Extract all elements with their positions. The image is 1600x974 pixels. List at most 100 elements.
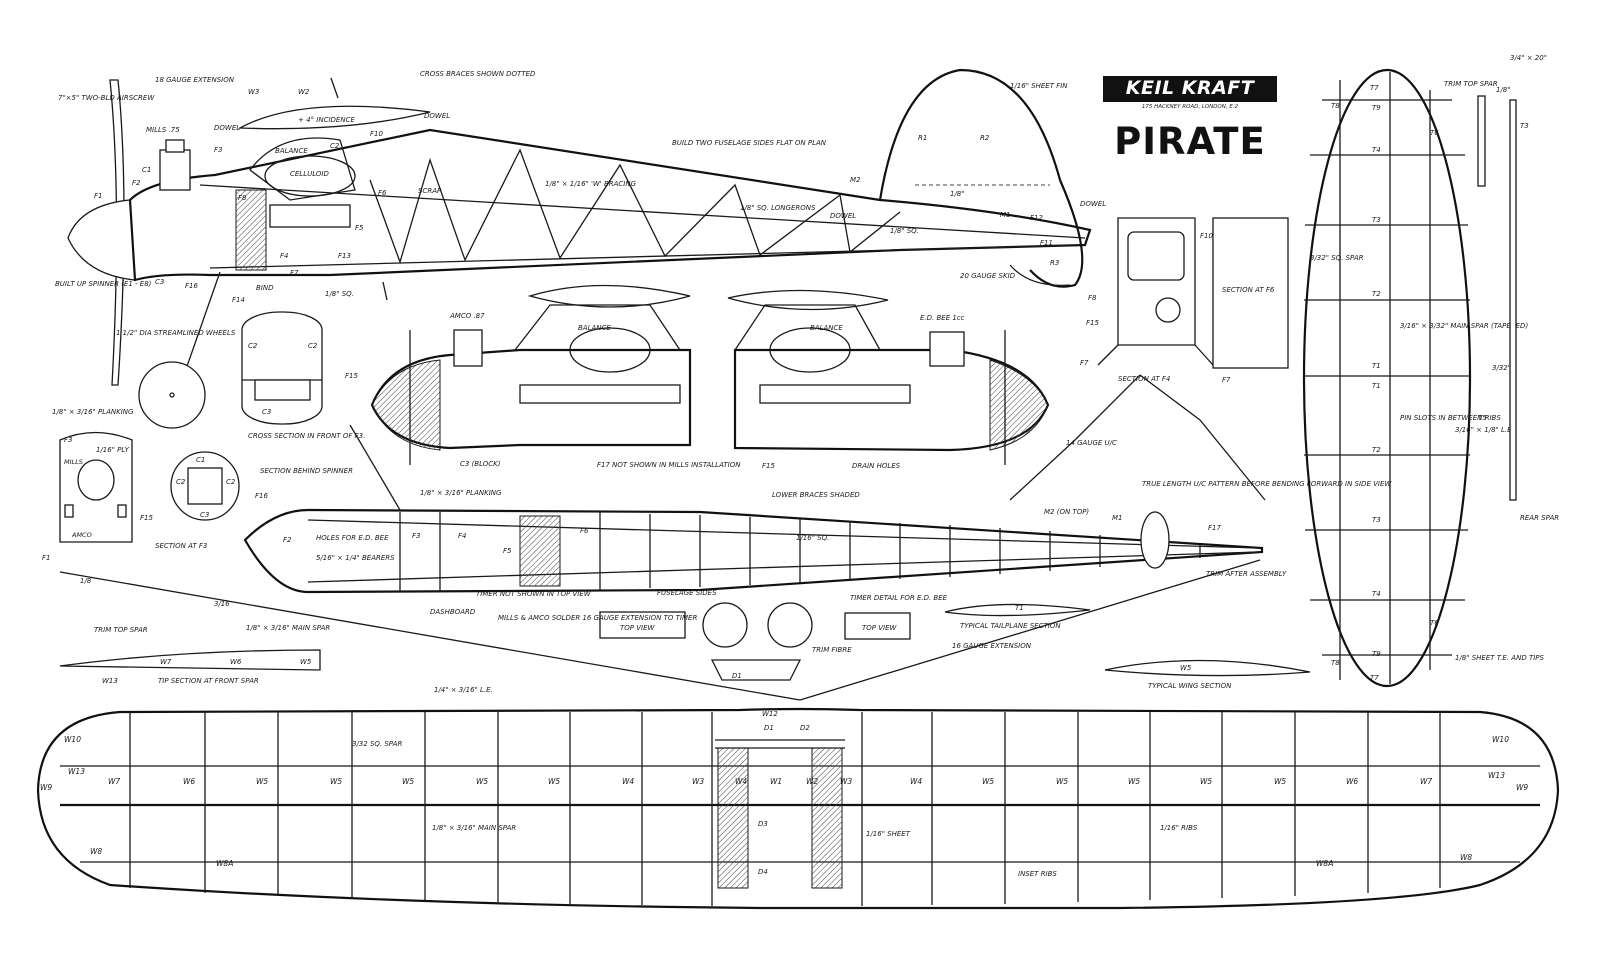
label-f2: F2 [132,179,141,187]
label-sq16b: 1/16" SQ. [796,534,829,542]
frame-f3 [59,431,133,543]
svg-text:W7: W7 [160,658,172,666]
label-wing-main: 1/8" × 3/16" MAIN SPAR [432,824,516,832]
tailplane-outline [1302,68,1472,688]
label-celluloid: CELLULOID [290,170,329,178]
svg-text:W12: W12 [762,710,778,718]
label-m1: M1 [1000,211,1011,219]
svg-text:T8: T8 [1331,102,1340,110]
svg-text:W13: W13 [68,767,85,776]
uc-pattern [1009,374,1266,501]
label-r2: R2 [980,134,990,142]
svg-text:M1: M1 [1112,514,1123,522]
svg-text:W5: W5 [330,777,342,786]
label-uc: 14 GAUGE U/C [1066,439,1117,447]
label-sect-f4: SECTION AT F4 [1118,375,1170,383]
side-view [67,68,1092,429]
svg-text:F3: F3 [412,532,420,540]
label-f12: F12 [1030,214,1043,222]
svg-text:T1: T1 [1372,362,1381,370]
label-planking1: 1/8" × 3/16" PLANKING [52,408,134,416]
top-view-cross-members [399,512,1201,592]
svg-text:1/8": 1/8" [1496,86,1511,94]
svg-text:W6: W6 [230,658,242,666]
label-c2: C2 [330,142,340,150]
label-balance3: BALANCE [810,324,843,332]
svg-text:F15: F15 [140,514,153,522]
svg-text:W2: W2 [806,777,818,786]
label-mills-amco: MILLS & AMCO SOLDER 16 GAUGE EXTENSION T… [498,614,697,622]
svg-text:W6: W6 [183,777,195,786]
svg-text:W5: W5 [1274,777,1286,786]
svg-text:W7: W7 [108,777,120,786]
svg-text:D3: D3 [758,820,768,828]
label-sq16: 1/8" [950,190,965,198]
label-airscrew: 7"×5" TWO-BLD AIRSCREW [58,94,155,102]
label-cross-section: CROSS SECTION IN FRONT OF F3. [248,432,365,440]
label-bind: BIND [256,284,274,292]
timer-top-right [844,612,911,640]
label-balance2: BALANCE [578,324,611,332]
svg-text:T3: T3 [1372,216,1381,224]
label-f15b: F15 [762,462,775,470]
svg-text:W5: W5 [256,777,268,786]
label-sect-spinner: SECTION BEHIND SPINNER [260,467,353,475]
label-trim-spar: TRIM TOP SPAR [94,626,148,634]
label-wheels: 1 1/2" DIA STREAMLINED WHEELS [116,329,236,337]
title-block: KEIL KRAFT KITS 175 HACKNEY ROAD, LONDON… [1103,76,1277,168]
wing-ribs [129,712,1441,906]
svg-text:F16: F16 [255,492,268,500]
svg-text:3/16: 3/16 [214,600,230,608]
svg-text:T1: T1 [1015,604,1024,612]
svg-text:W5: W5 [1180,664,1192,672]
label-inset-ribs: INSET RIBS [1018,870,1057,878]
svg-text:F7: F7 [1080,359,1089,367]
svg-text:C2: C2 [176,478,186,486]
svg-text:W10: W10 [1492,735,1509,744]
svg-text:T6: T6 [1430,619,1439,627]
svg-text:W8: W8 [90,847,102,856]
wing-rib-labels-left: W7 W6 W5 W5 W5 W5 W5 W4 [108,777,634,786]
label-ed-bee: E.D. BEE 1cc [920,314,965,322]
label-f1: F1 [94,192,102,200]
label-lower-braces: LOWER BRACES SHADED [772,491,860,499]
svg-text:W13: W13 [1488,771,1505,780]
svg-text:T4: T4 [1372,146,1381,154]
label-sheet116: 1/16" SHEET [866,830,911,838]
label-spar332: 3/32" SQ. SPAR [1310,254,1364,262]
frame-parts: C2 C2 C3 F15 CROSS SECTION IN FRONT OF F… [42,311,365,562]
label-m2: M2 [850,176,861,184]
engine-installations: AMCO .87 BALANCE C3 (BLOCK) F17 NOT SHOW… [349,284,1050,511]
svg-text:T7: T7 [1370,674,1379,682]
label-amco: AMCO .87 [449,312,485,320]
timer-details: TOP VIEW TOP VIEW TIMER DETAIL FOR E.D. … [59,559,1311,701]
wing-section [1104,659,1311,677]
label-c3b: C3 (BLOCK) [460,460,501,468]
svg-text:W7: W7 [1420,777,1432,786]
label-build-two: BUILD TWO FUSELAGE SIDES FLAT ON PLAN [672,139,827,147]
frame-c2 [241,311,323,425]
svg-text:W5: W5 [548,777,560,786]
label-top-view2: TOP VIEW [862,624,898,632]
tip-section [59,649,321,671]
label-f10: F10 [370,130,383,138]
upper-wing-left [527,284,691,308]
timer-box [269,204,351,228]
fin-outline [878,68,1084,288]
svg-text:T3: T3 [1372,516,1381,524]
label-c1: C1 [142,166,151,174]
svg-text:C2: C2 [226,478,236,486]
side-wheel [138,361,206,429]
label-sq8: 1/8" SQ. [325,290,354,298]
svg-text:T1: T1 [1372,382,1381,390]
svg-text:F5: F5 [503,547,512,555]
cabin-window [249,137,356,201]
label-c3: C3 [155,278,164,286]
rear-spar-strip [1509,99,1517,501]
svg-text:T2: T2 [1372,290,1381,298]
svg-text:W5: W5 [1056,777,1068,786]
svg-text:F10: F10 [1200,232,1213,240]
svg-text:W5: W5 [300,658,312,666]
label-w2: W2 [298,88,310,96]
svg-text:T6: T6 [1430,129,1439,137]
